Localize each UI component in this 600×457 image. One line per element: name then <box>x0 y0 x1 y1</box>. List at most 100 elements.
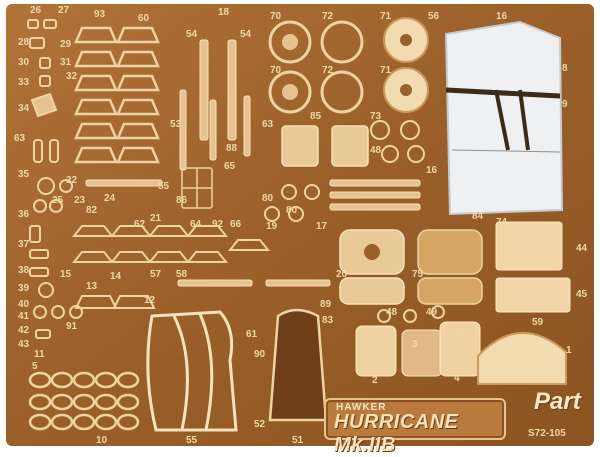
part-number: 30 <box>18 57 30 68</box>
part-number: 48 <box>386 307 398 318</box>
part-number: 66 <box>230 219 242 230</box>
curved-panels <box>146 310 238 432</box>
misc-row-parts <box>71 225 271 309</box>
part-number: 21 <box>150 213 162 224</box>
product-title-plate: HAWKER HURRICANE Mk.IIB <box>324 398 506 456</box>
part-number: 9 <box>562 99 568 110</box>
part-number: 83 <box>322 315 334 326</box>
part-number: 38 <box>18 265 30 276</box>
part-number: 62 <box>134 219 146 230</box>
wheel-parts <box>268 17 429 114</box>
part-number: 39 <box>18 283 30 294</box>
part-number: 70 <box>270 11 282 22</box>
panel-parts <box>281 125 369 167</box>
part-number: 43 <box>18 339 30 350</box>
part-number: 71 <box>380 11 392 22</box>
part-number: 10 <box>96 435 108 446</box>
part-number: 71 <box>380 65 392 76</box>
part-number: 24 <box>104 193 116 204</box>
part-number: 59 <box>532 317 544 328</box>
side-panels <box>495 221 571 313</box>
part-number: 72 <box>322 65 334 76</box>
part-number: 50 <box>456 329 468 340</box>
part-number: 44 <box>576 243 588 254</box>
part-number: 23 <box>74 195 86 206</box>
strut-parts <box>179 39 251 171</box>
part-number: 40 <box>18 299 30 310</box>
part-number: 54 <box>186 29 198 40</box>
grid-part <box>181 167 213 209</box>
part-number: 1 <box>566 345 572 356</box>
part-number: 49 <box>426 307 438 318</box>
left-column-parts <box>27 19 83 339</box>
wing-panel <box>444 20 564 216</box>
part-number: 19 <box>266 221 278 232</box>
part-number: 20 <box>336 269 348 280</box>
part-number: 75 <box>412 269 424 280</box>
part-number: 17 <box>316 221 328 232</box>
part-number: 45 <box>576 289 588 300</box>
fuselage-part <box>268 308 328 422</box>
part-number: 90 <box>254 349 266 360</box>
part-number: 85 <box>310 111 322 122</box>
part-number: 16 <box>426 165 438 176</box>
rail-parts <box>85 179 421 287</box>
part-number: 61 <box>246 329 258 340</box>
part-number: 52 <box>254 419 266 430</box>
part-number: 74 <box>496 217 508 228</box>
engine-parts <box>339 229 483 305</box>
part-number: 12 <box>144 295 156 306</box>
part-number: 32 <box>66 71 78 82</box>
part-number: 37 <box>18 239 30 250</box>
product-code: S72-105 <box>528 428 566 439</box>
instrument-parts <box>355 321 567 385</box>
part-number: 70 <box>270 65 282 76</box>
part-number: 63 <box>14 133 26 144</box>
part-number: 58 <box>176 269 188 280</box>
part-number: 64 <box>190 219 202 230</box>
model-label: HURRICANE Mk.IIB <box>334 411 459 456</box>
part-number: 42 <box>18 325 30 336</box>
part-number: 88 <box>226 143 238 154</box>
part-number: 22 <box>66 175 78 186</box>
part-number: 84 <box>472 211 484 222</box>
part-number: 65 <box>224 161 236 172</box>
part-number: 35 <box>18 169 30 180</box>
part-number: 33 <box>18 77 30 88</box>
part-number: 56 <box>428 11 440 22</box>
part-number: 73 <box>370 111 382 122</box>
part-number: 4 <box>454 373 460 384</box>
part-number: 60 <box>138 13 150 24</box>
part-number: 31 <box>60 57 72 68</box>
part-number: 2 <box>372 375 378 386</box>
part-number: 25 <box>52 195 64 206</box>
part-number: 86 <box>176 195 188 206</box>
part-number: 14 <box>110 271 122 282</box>
part-number: 28 <box>18 37 30 48</box>
part-number: 3 <box>412 339 418 350</box>
part-number: 13 <box>86 281 98 292</box>
part-number: 11 <box>34 349 45 360</box>
part-number: 82 <box>86 205 98 216</box>
part-number: 5 <box>32 361 38 372</box>
brand-logo: Part <box>534 388 581 415</box>
part-number: 29 <box>60 39 72 50</box>
ring-parts <box>28 371 140 431</box>
manufacturer-label: HAWKER <box>336 402 387 413</box>
part-number: 15 <box>60 269 72 280</box>
small-ring-parts <box>264 120 445 323</box>
part-number: 92 <box>212 219 224 230</box>
part-number: 8 <box>562 63 568 74</box>
part-number: 34 <box>18 103 30 114</box>
part-number: 36 <box>18 209 30 220</box>
part-number: 93 <box>94 9 106 20</box>
part-number: 18 <box>218 7 230 18</box>
part-number: 80 <box>286 205 298 216</box>
part-number: 51 <box>292 435 304 446</box>
part-number: 53 <box>170 119 182 130</box>
part-number: 80 <box>262 193 274 204</box>
part-number: 27 <box>58 5 70 16</box>
part-number: 89 <box>320 299 332 310</box>
part-number: 16 <box>496 11 508 22</box>
